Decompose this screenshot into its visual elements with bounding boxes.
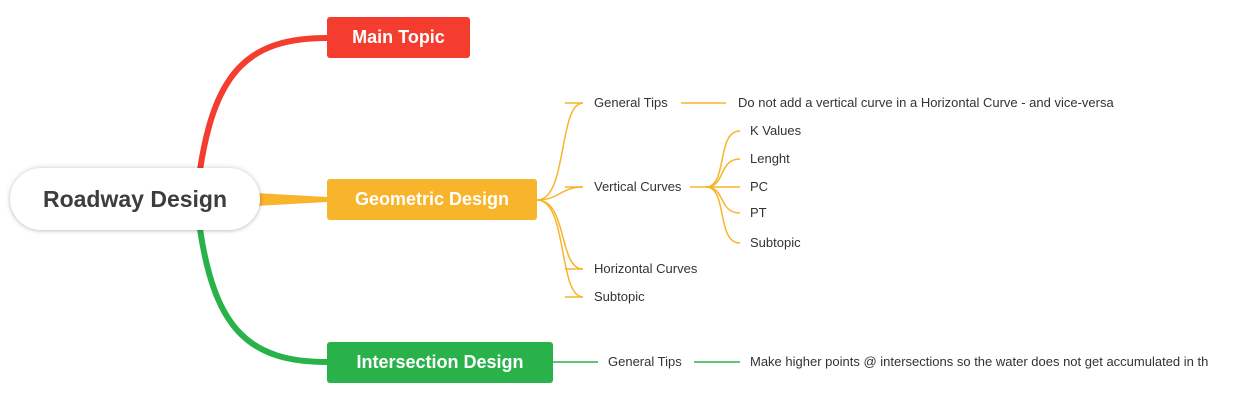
intersection-general-tips-note[interactable]: Make higher points @ intersections so th… (750, 354, 1208, 370)
vc-child-subtopic[interactable]: Subtopic (750, 235, 801, 251)
vc-child-k-values[interactable]: K Values (750, 123, 801, 139)
intersection-design-node[interactable]: Intersection Design (327, 342, 553, 383)
link-root-geometric (255, 193, 327, 206)
vertical-curves-label: Vertical Curves (594, 179, 682, 194)
geometric-general-tips-note[interactable]: Do not add a vertical curve in a Horizon… (738, 95, 1114, 111)
horizontal-curves-node[interactable]: Horizontal Curves (594, 261, 697, 277)
root-topic[interactable]: Roadway Design (10, 168, 260, 230)
intersection-design-label: Intersection Design (356, 352, 524, 372)
geometric-subtopic-label: Subtopic (594, 289, 645, 304)
geometric-design-label: Geometric Design (354, 189, 510, 209)
link-vc-subtopic (705, 186, 741, 244)
link-geometric-general-tips (536, 102, 584, 201)
vc-child-label: PC (750, 179, 769, 194)
link-vc-lenght (705, 158, 741, 188)
link-root-main-topic (197, 35, 330, 173)
link-vc-k-values (705, 130, 741, 188)
link-root-intersection (197, 226, 330, 365)
main-topic-label: Main Topic (352, 27, 445, 47)
vc-child-pt[interactable]: PT (750, 205, 767, 221)
vc-child-label: PT (750, 205, 767, 220)
vc-child-label: Lenght (750, 151, 790, 166)
vc-child-label: Subtopic (750, 235, 801, 250)
vc-child-label: K Values (750, 123, 802, 138)
geometric-general-tips-node[interactable]: General Tips (594, 95, 668, 111)
horizontal-curves-label: Horizontal Curves (594, 261, 698, 276)
link-geometric-subtopic (536, 199, 584, 298)
root-topic-label: Roadway Design (42, 185, 228, 212)
main-topic-node[interactable]: Main Topic (327, 17, 470, 58)
intersection-general-tips-label: General Tips (608, 354, 682, 369)
intersection-general-tips-note-label: Make higher points @ intersections so th… (750, 354, 1209, 369)
vertical-curves-node[interactable]: Vertical Curves (594, 179, 681, 195)
vc-child-pc[interactable]: PC (750, 179, 768, 195)
geometric-subtopic-node[interactable]: Subtopic (594, 289, 645, 305)
vc-child-lenght[interactable]: Lenght (750, 151, 790, 167)
geometric-design-node[interactable]: Geometric Design (327, 179, 537, 220)
link-vc-pt (705, 186, 741, 214)
geometric-general-tips-note-label: Do not add a vertical curve in a Horizon… (738, 95, 1114, 110)
intersection-general-tips-node[interactable]: General Tips (608, 354, 682, 370)
geometric-general-tips-label: General Tips (594, 95, 668, 110)
